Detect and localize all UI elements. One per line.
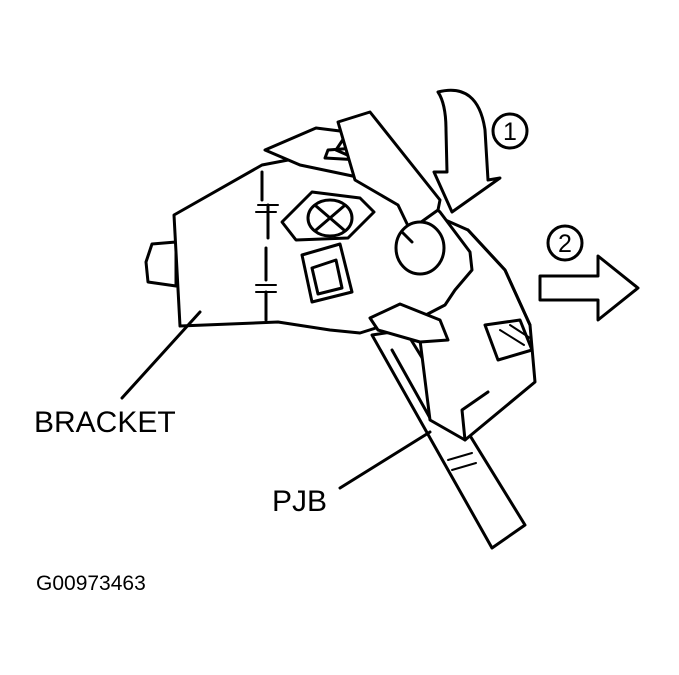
step-1-marker: 1 [491,112,529,150]
step-2-marker: 2 [546,224,584,262]
bracket-body [144,110,474,344]
pjb-label: PJB [272,485,327,518]
bracket-leader-line [120,310,202,400]
step-1-arrow [432,88,502,214]
step-2-number: 2 [558,230,572,258]
bracket-label: BRACKET [34,406,176,439]
step-1-number: 1 [503,118,517,146]
figure-code: G00973463 [36,572,146,595]
pjb-leader-line [338,430,432,490]
step-2-arrow [538,254,640,322]
